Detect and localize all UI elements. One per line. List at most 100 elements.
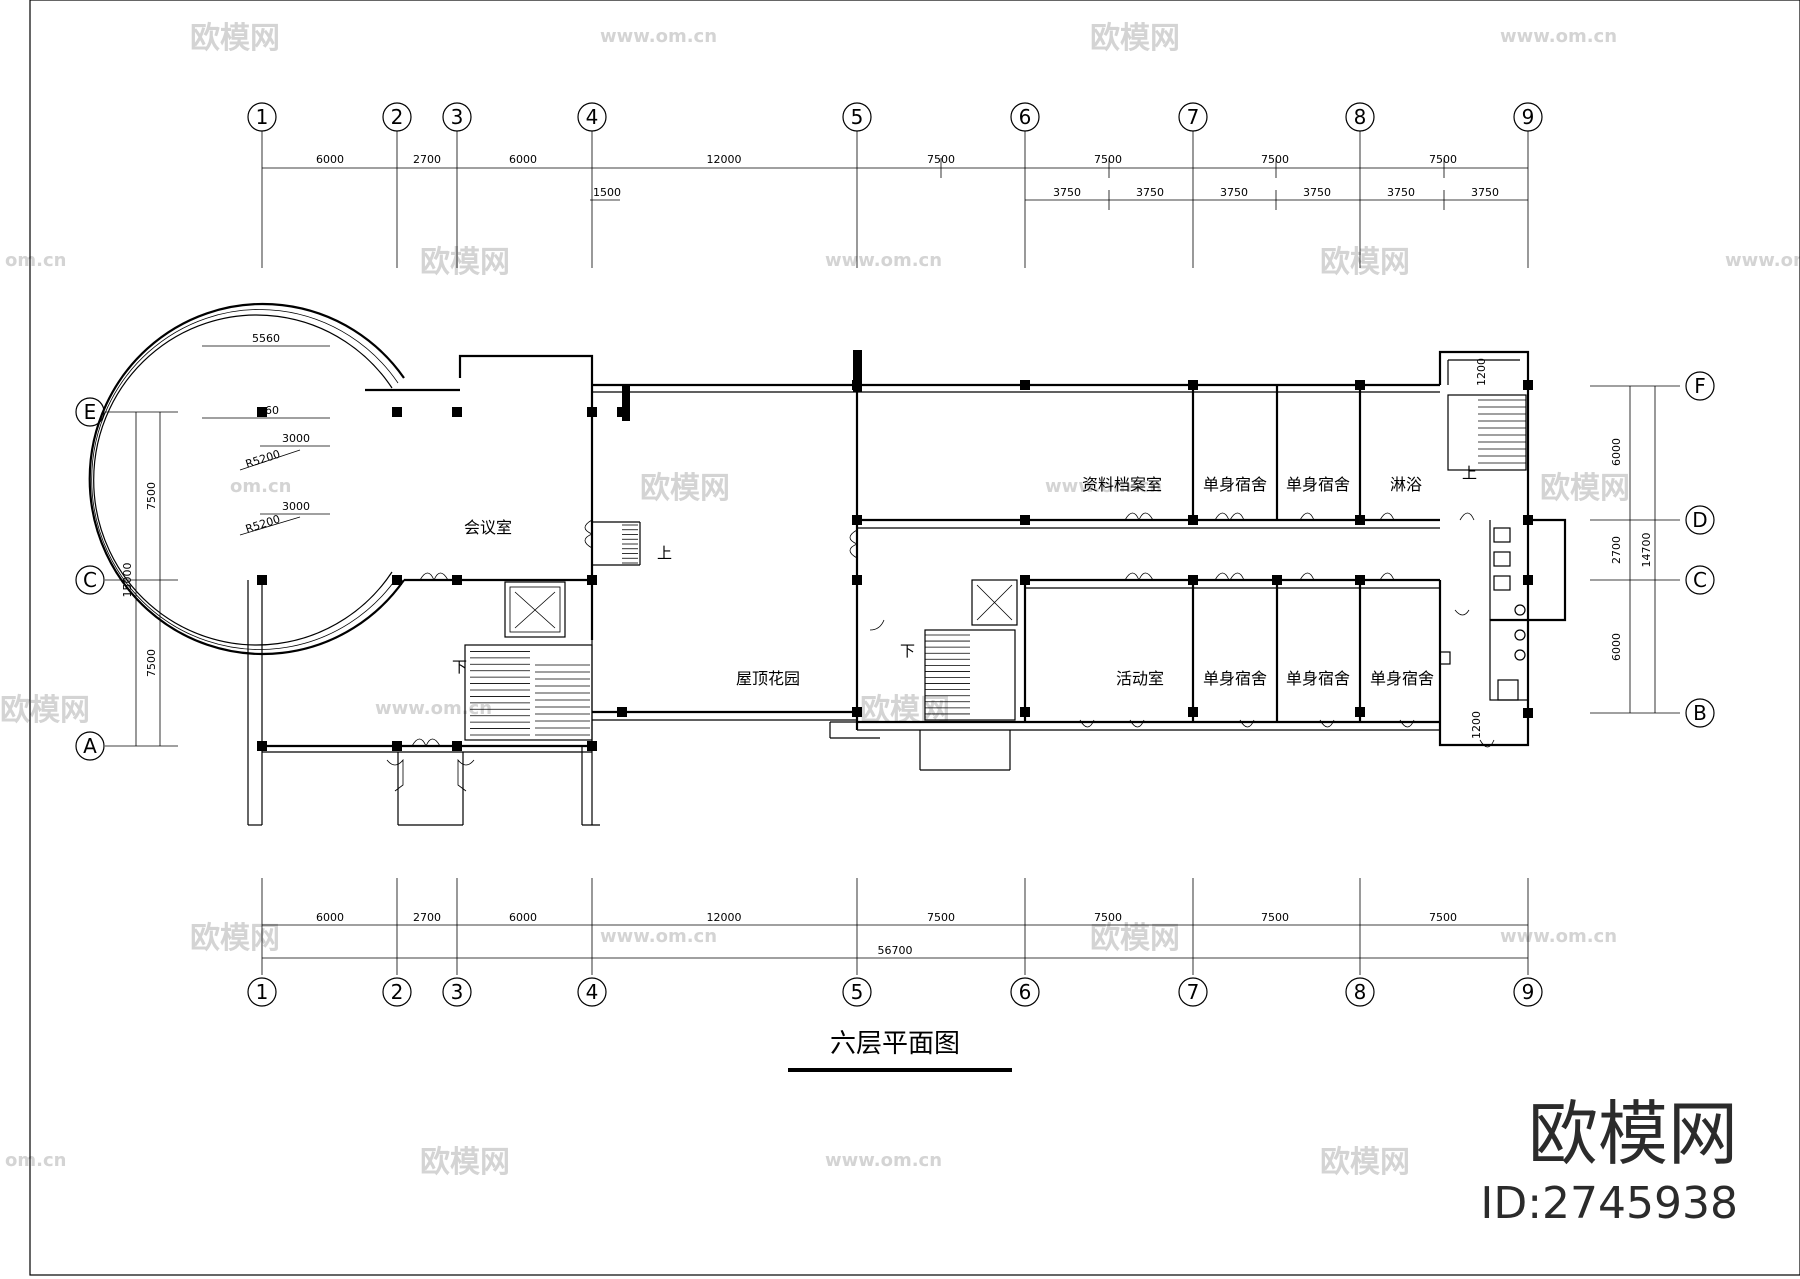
dim-total-text: 56700 [878, 944, 913, 957]
watermark-url: www.om.cn [825, 1150, 942, 1171]
axis-label: E [84, 400, 97, 424]
room-label-dorm: 单身宿舍 [1203, 669, 1267, 688]
watermark-url: om.cn [230, 476, 291, 497]
right-block-walls [829, 350, 1567, 771]
room-label-dorm: 单身宿舍 [1286, 669, 1350, 688]
dim-text: 6000 [1610, 633, 1623, 661]
watermark-url: www.om.cn [600, 926, 717, 947]
column [257, 575, 267, 585]
watermark-text: 欧模网 [640, 471, 730, 506]
watermark-url: www.om.cn [375, 698, 492, 719]
left-axis-markers: E C A [75, 397, 105, 761]
dim-text: 7500 [1429, 153, 1457, 166]
axis-label: 8 [1354, 105, 1367, 129]
left-dimension-lines [105, 411, 178, 747]
bottom-dimension-lines [261, 878, 1529, 975]
column [617, 407, 627, 417]
dim-text: 7500 [145, 649, 158, 677]
room-label-shower: 淋浴 [1390, 475, 1422, 494]
axis-marker [577, 102, 607, 132]
structural-columns [257, 380, 1533, 751]
axis-marker [1010, 977, 1040, 1007]
room-label-roof-garden: 屋顶花园 [736, 669, 800, 688]
column [587, 575, 597, 585]
axis-marker-D [1685, 505, 1715, 535]
bottom-dimension-texts: 6000 2700 6000 12000 7500 7500 7500 7500… [316, 911, 1457, 957]
dim-text: 6000 [509, 911, 537, 924]
axis-marker [842, 102, 872, 132]
drawing-border [29, 0, 1800, 1276]
watermark-text: 欧模网 [1320, 245, 1410, 280]
column [587, 407, 597, 417]
axis-marker-A [75, 731, 105, 761]
dim-text: 7500 [145, 482, 158, 510]
dim-text: 2700 [413, 153, 441, 166]
dim-text: 1500 [593, 186, 621, 199]
column [1355, 380, 1365, 390]
drawing-title: 六层平面图 [830, 1029, 960, 1059]
right-axis-markers: F D C B [1685, 371, 1715, 728]
axis-marker [1513, 102, 1543, 132]
dim-text: 7500 [1261, 153, 1289, 166]
column [1523, 380, 1533, 390]
axis-label: 1 [256, 980, 269, 1004]
dim-text: 2700 [1610, 536, 1623, 564]
column [1020, 575, 1030, 585]
dim-text: 1200 [1475, 358, 1488, 386]
axis-label: D [1692, 508, 1707, 532]
axis-marker [1345, 977, 1375, 1007]
dim-text: 3000 [282, 432, 310, 445]
watermark-text: 欧模网 [1090, 921, 1180, 956]
room-labels: 会议室 屋顶花园 资料档案室 单身宿舍 单身宿舍 淋浴 活动室 单身宿舍 单身宿… [452, 464, 1477, 688]
dim-text: 12000 [707, 911, 742, 924]
dim-text: 14700 [1640, 533, 1653, 568]
stair-right [1478, 399, 1526, 471]
room-label-meeting: 会议室 [464, 518, 512, 537]
fixtures-wc [1439, 527, 1526, 701]
axis-marker [577, 977, 607, 1007]
axis-label: C [83, 568, 97, 592]
column [257, 407, 267, 417]
column [452, 741, 462, 751]
axis-label: A [83, 734, 97, 758]
column [1020, 707, 1030, 717]
column [1523, 575, 1533, 585]
dim-text: 60 [265, 404, 279, 417]
axis-marker-B [1685, 698, 1715, 728]
dim-text: 3750 [1053, 186, 1081, 199]
axis-label: 1 [256, 105, 269, 129]
column [852, 515, 862, 525]
dim-text: R5200 [244, 447, 282, 470]
watermark-url: www.om.cn [1725, 250, 1800, 271]
watermark-text: 欧模网 [420, 245, 510, 280]
column [452, 407, 462, 417]
axis-marker [382, 102, 412, 132]
dim-text: 7500 [1094, 153, 1122, 166]
room-label-dorm: 单身宿舍 [1370, 669, 1434, 688]
column [1188, 380, 1198, 390]
right-dimension-lines [1590, 385, 1680, 714]
column [1523, 708, 1533, 718]
column [587, 741, 597, 751]
axis-label: 7 [1187, 980, 1200, 1004]
dim-text: 7500 [927, 153, 955, 166]
column [1355, 575, 1365, 585]
watermark-url: www.om.cn [1500, 926, 1617, 947]
room-label-dorm: 单身宿舍 [1286, 475, 1350, 494]
axis-label: 9 [1522, 980, 1535, 1004]
column [392, 575, 402, 585]
dim-text: 3750 [1303, 186, 1331, 199]
brand-id-text: ID:2745938 [1480, 1178, 1738, 1229]
axis-label: 6 [1019, 980, 1032, 1004]
axis-marker [1010, 102, 1040, 132]
axis-marker [1513, 977, 1543, 1007]
axis-label: 4 [586, 105, 599, 129]
watermark-text: 欧模网 [190, 21, 280, 56]
stair-left [470, 644, 590, 736]
dim-text: 12000 [707, 153, 742, 166]
dim-text: 7500 [927, 911, 955, 924]
axis-marker-C-right [1685, 565, 1715, 595]
